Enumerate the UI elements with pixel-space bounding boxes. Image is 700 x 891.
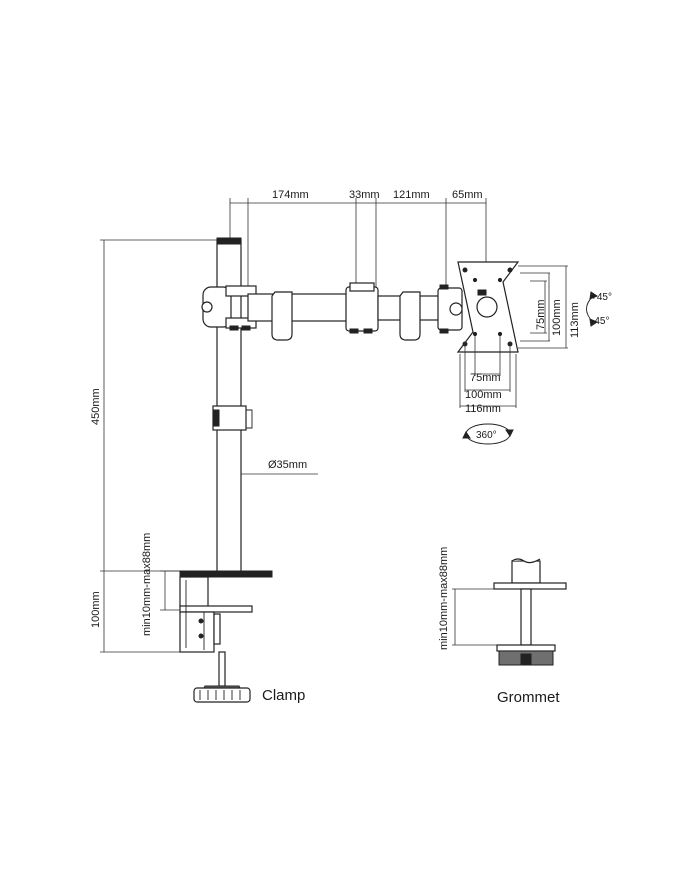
joint-33-label: 33mm bbox=[349, 189, 380, 201]
vesa-75-vertical-label: 75mm bbox=[535, 299, 547, 330]
arm-segment-174-label: 174mm bbox=[272, 189, 309, 201]
grommet-assembly bbox=[493, 558, 567, 666]
tilt-arrow-icon bbox=[586, 291, 599, 327]
vesa-116-horizontal-label: 116mm bbox=[465, 403, 501, 415]
head-65-label: 65mm bbox=[452, 189, 483, 201]
clamp-desk-thickness-label: min10mm-max88mm bbox=[141, 533, 153, 636]
grommet-desk-thickness-label: min10mm-max88mm bbox=[438, 547, 450, 650]
vesa-vertical-dimension-lines bbox=[518, 265, 568, 349]
grommet-dimension-lines bbox=[452, 588, 497, 646]
total-height-450-label: 450mm bbox=[90, 388, 102, 425]
vesa-113-vertical-label: 113mm bbox=[569, 302, 581, 338]
vesa-100-horizontal-label: 100mm bbox=[465, 389, 502, 401]
arm-segment-121-label: 121mm bbox=[393, 189, 430, 201]
tilt-up-label: +45° bbox=[591, 292, 612, 303]
arm-assembly bbox=[201, 282, 463, 341]
clamp-caption: Clamp bbox=[262, 687, 305, 704]
grommet-caption: Grommet bbox=[497, 689, 560, 706]
clamp-assembly bbox=[179, 570, 273, 703]
clamp-height-100-label: 100mm bbox=[90, 591, 102, 628]
vesa-75-horizontal-label: 75mm bbox=[470, 372, 501, 384]
tilt-down-label: -45° bbox=[591, 316, 609, 327]
vesa-plate bbox=[456, 261, 520, 353]
vesa-horizontal-dimension-lines bbox=[459, 336, 517, 408]
rotation-label: 360° bbox=[476, 430, 497, 441]
rotation-arrow-icon bbox=[462, 423, 514, 445]
left-dimension-lines bbox=[100, 239, 222, 653]
top-dimension-lines bbox=[229, 198, 487, 290]
vesa-100-vertical-label: 100mm bbox=[551, 299, 563, 336]
pole-diameter-label: Ø35mm bbox=[268, 459, 307, 471]
